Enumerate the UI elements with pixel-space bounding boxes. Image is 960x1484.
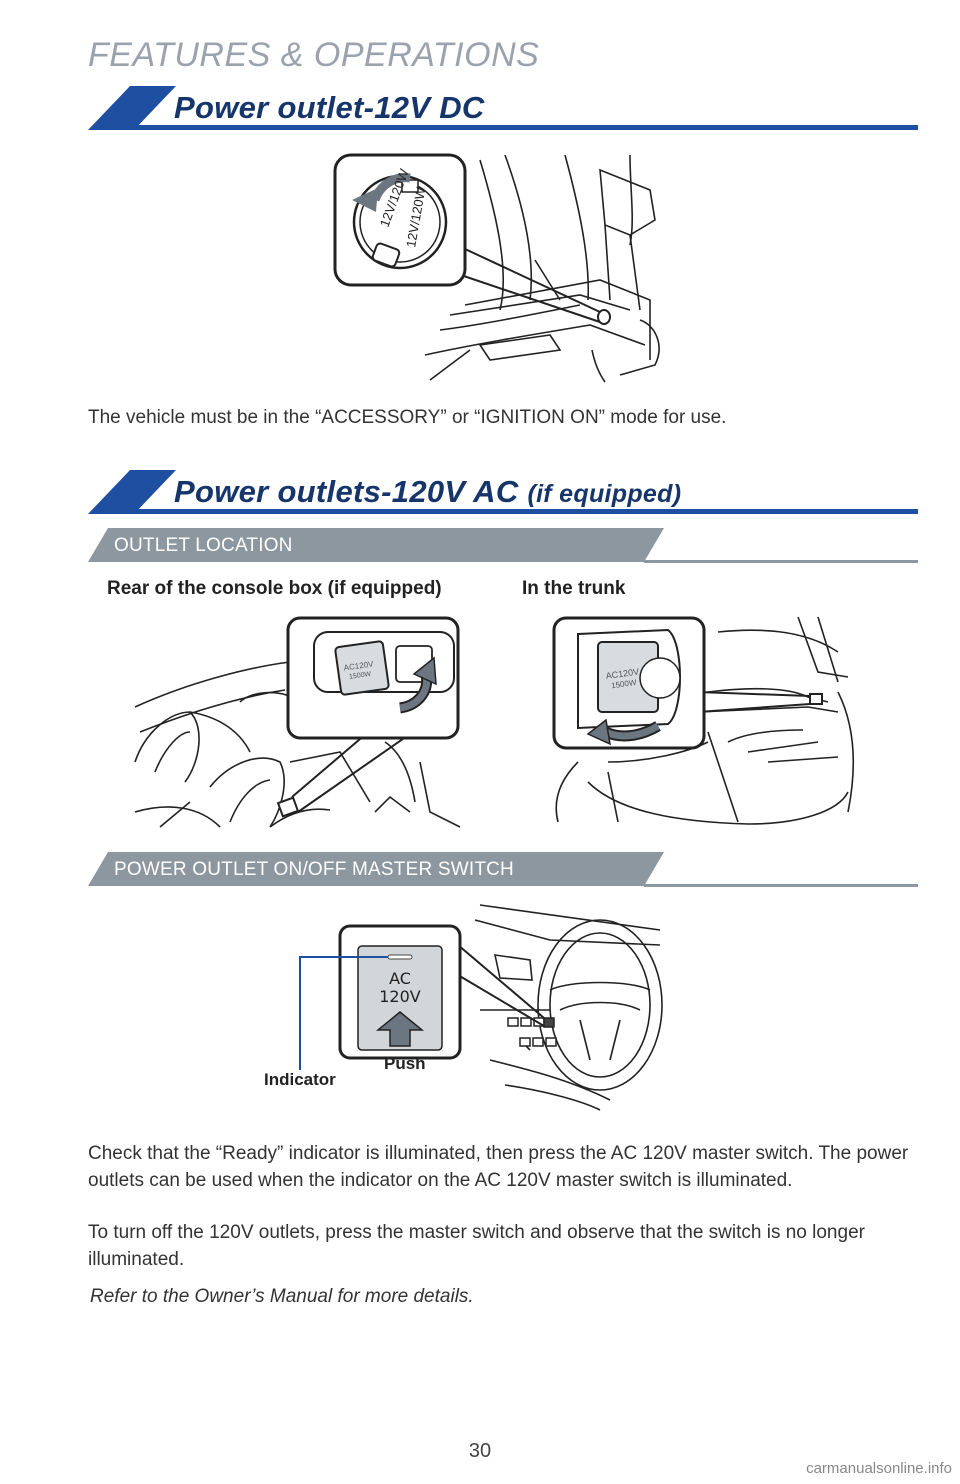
outlet-location-subheader: OUTLET LOCATION [88,528,918,564]
switch-label-120v: 120V [379,987,421,1006]
trunk-outlet-illustration: AC120V 1500W [548,612,868,834]
ac-title-main: Power outlets-120V AC [174,474,519,509]
reference-note: Refer to the Owner’s Manual for more det… [90,1286,474,1307]
trunk-outlet-label-1: AC120V [605,666,640,681]
indicator-label: Indicator [264,1070,336,1089]
console-outlet-label-2: 1500W [349,671,372,681]
console-outlet-label-1: AC120V [343,659,374,672]
ac-title-banner: Power outlets-120V AC (if equipped) [88,470,918,516]
master-switch-illustration: AC 120V [290,900,670,1112]
console-outlet-illustration: AC120V 1500W [130,612,470,834]
dc-usage-note: The vehicle must be in the “ACCESSORY” o… [88,407,727,428]
outlet-location-header: OUTLET LOCATION [114,535,293,556]
dc-title: Power outlet-12V DC [174,90,485,125]
subheader-shape [88,528,918,563]
trunk-outlet-label-2: 1500W [611,678,638,691]
dc-title-banner: Power outlet-12V DC [88,86,918,132]
ac-title: Power outlets-120V AC (if equipped) [174,474,681,510]
subheader-shape [88,852,918,887]
instructions-p2: To turn off the 120V outlets, press the … [88,1222,865,1270]
switch-label-ac: AC [389,969,411,988]
title-banner-shape [88,470,918,514]
console-caption: Rear of the console box (if equipped) [107,578,442,599]
ac-title-suffix: (if equipped) [527,480,682,508]
trunk-caption: In the trunk [522,578,626,599]
dc-outlet-illustration: 12V/120W 12V/120W [330,150,670,385]
master-switch-subheader: POWER OUTLET ON/OFF MASTER SWITCH [88,852,918,888]
watermark: carmanualsonline.info [806,1460,952,1477]
push-label: Push [384,1054,426,1073]
instructions-p1: Check that the “Ready” indicator is illu… [88,1143,909,1191]
section-header: FEATURES & OPERATIONS [88,36,540,74]
master-switch-header: POWER OUTLET ON/OFF MASTER SWITCH [114,859,514,880]
title-banner-shape [88,86,918,130]
page-number: 30 [468,1440,492,1462]
